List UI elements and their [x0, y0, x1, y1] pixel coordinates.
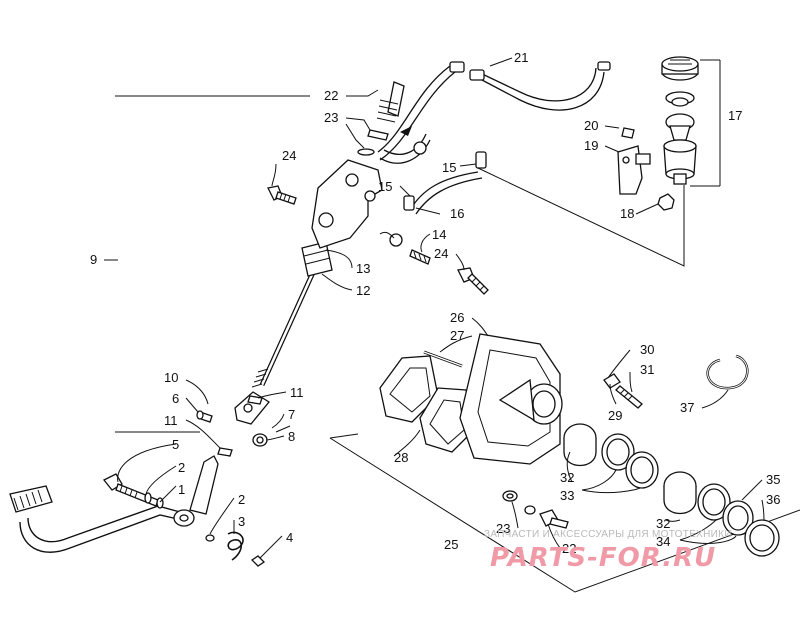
callout-12: 12 [356, 283, 370, 298]
banjo-bolt-set [357, 81, 405, 156]
callout-20: 20 [584, 118, 598, 133]
callout-5: 5 [172, 437, 179, 452]
caliper-assembly [379, 333, 643, 465]
callout-22: 22 [562, 541, 576, 556]
callout-16: 16 [450, 206, 464, 221]
caliper-bolt-set [502, 490, 569, 529]
watermark: ЗАПЧАСТИ И АКСЕССУАРЫ ДЛЯ МОТОТЕХНИКИ PA… [484, 529, 732, 573]
callout-24: 24 [434, 246, 448, 261]
callout-24: 24 [282, 148, 296, 163]
callout-37: 37 [680, 400, 694, 415]
callout-31: 31 [640, 362, 654, 377]
callout-11: 11 [164, 413, 178, 428]
callout-1: 1 [178, 482, 185, 497]
callout-2: 2 [238, 492, 245, 507]
leader-lines [104, 57, 765, 559]
callout-23: 23 [496, 521, 510, 536]
callout-26: 26 [450, 310, 464, 325]
callout-30: 30 [640, 342, 654, 357]
callout-15: 15 [442, 160, 456, 175]
callout-18: 18 [620, 206, 634, 221]
retaining-ring [706, 354, 749, 390]
callout-21: 21 [514, 50, 528, 65]
callout-13: 13 [356, 261, 370, 276]
master-cylinder-assembly [234, 159, 383, 425]
callout-36: 36 [766, 492, 780, 507]
return-spring-set [205, 531, 266, 567]
watermark-logo: PARTS-FOR.RU [490, 543, 716, 573]
callout-27: 27 [450, 328, 464, 343]
callout-22: 22 [324, 88, 338, 103]
reservoir-assembly [617, 56, 699, 211]
watermark-tagline: ЗАПЧАСТИ И АКСЕССУАРЫ ДЛЯ МОТОТЕХНИКИ [484, 529, 732, 540]
callout-17: 17 [728, 108, 742, 123]
callout-8: 8 [288, 429, 295, 444]
callout-33: 33 [560, 488, 574, 503]
callout-7: 7 [288, 407, 295, 422]
callout-11: 11 [290, 385, 304, 400]
callout-32: 32 [656, 516, 670, 531]
callout-25: 25 [444, 537, 458, 552]
callout-2: 2 [178, 460, 185, 475]
callout-23: 23 [324, 110, 338, 125]
callout-labels: 1 2 2 3 4 5 6 7 8 9 10 11 11 12 13 14 15… [90, 50, 780, 556]
clevis-pins [196, 395, 291, 457]
callout-15: 15 [378, 179, 392, 194]
reference-lines [115, 59, 800, 593]
callout-19: 19 [584, 138, 598, 153]
callout-6: 6 [172, 391, 179, 406]
brake-hose [377, 61, 611, 164]
callout-29: 29 [608, 408, 622, 423]
callout-14: 14 [432, 227, 446, 242]
mount-bolt-lower [457, 267, 489, 295]
mount-bolt-upper [267, 185, 297, 205]
callout-9: 9 [90, 252, 97, 267]
callout-34: 34 [656, 534, 670, 549]
callout-10: 10 [164, 370, 178, 385]
piston-seal-set [563, 423, 780, 557]
callout-4: 4 [286, 530, 293, 545]
callout-28: 28 [394, 450, 408, 465]
brake-pedal [9, 455, 219, 553]
callout-35: 35 [766, 472, 780, 487]
callout-32: 32 [560, 470, 574, 485]
callout-3: 3 [238, 514, 245, 529]
